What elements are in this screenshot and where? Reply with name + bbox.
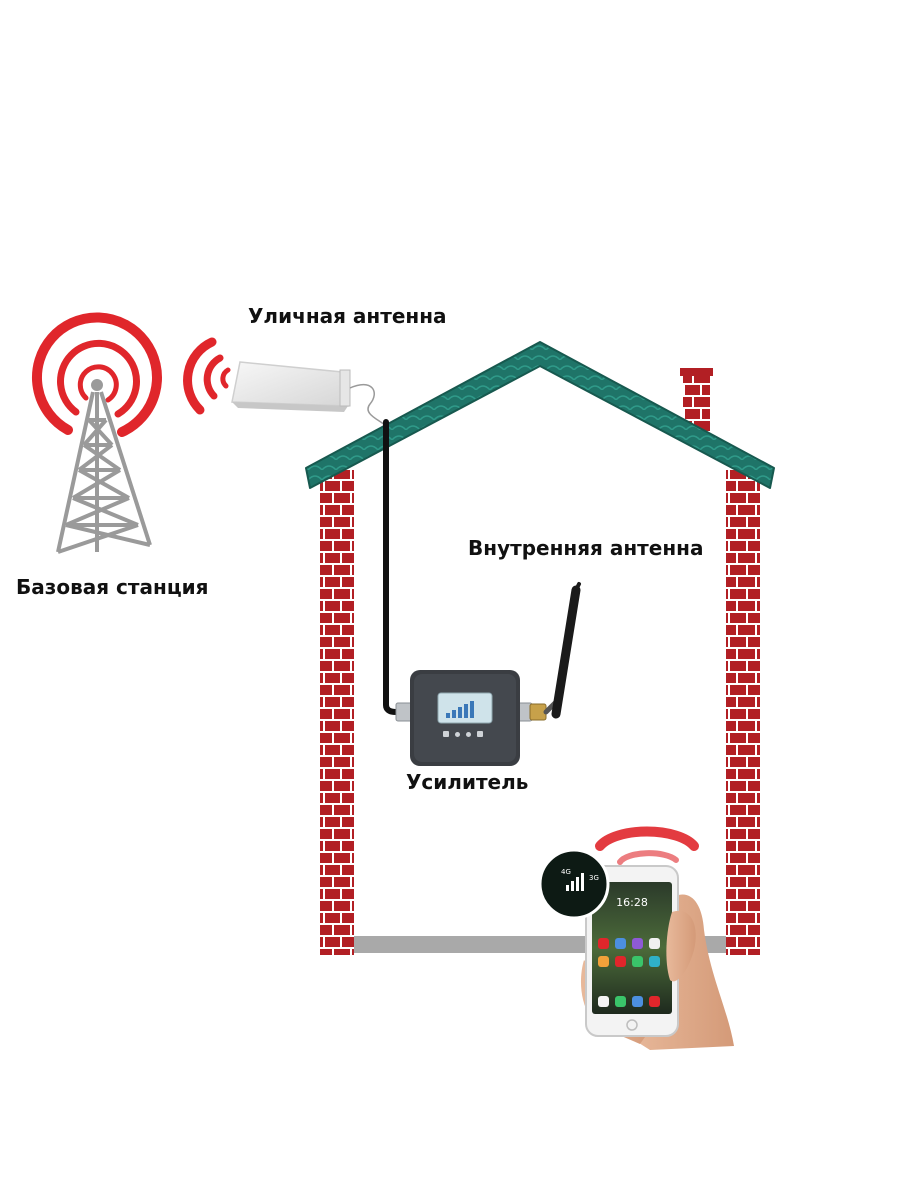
coax-cable — [383, 419, 411, 715]
phone-clock: 16:28 — [616, 896, 648, 909]
phone-home-button — [626, 1019, 638, 1031]
badge-4g-label: 4G — [561, 868, 571, 876]
outdoor-signal-waves — [183, 337, 231, 415]
phone-app-icons — [598, 938, 660, 1007]
base-station-label: Базовая станция — [16, 575, 209, 599]
amplifier-indicators — [443, 731, 483, 737]
phone-signal-badge: 4G 3G — [538, 848, 610, 920]
left-brick-wall — [320, 470, 354, 955]
phone-screen — [592, 882, 672, 1014]
amplifier-signal-bars — [446, 701, 474, 718]
hand-with-phone: 16:28 — [580, 865, 734, 1050]
indoor-antenna-label: Внутренняя антенна — [468, 536, 704, 560]
amplifier-unit — [395, 670, 533, 766]
outdoor-antenna-label: Уличная антенна — [248, 304, 447, 328]
house — [305, 341, 775, 955]
base-station-tower — [31, 312, 162, 554]
amplifier-label: Усилитель — [406, 770, 529, 794]
roof — [305, 341, 775, 489]
badge-signal-bars — [566, 873, 584, 891]
tower-signal-waves — [31, 312, 162, 437]
outdoor-antenna-jumper — [349, 383, 387, 427]
badge-3g-label: 3G — [589, 874, 599, 882]
phone-signal-waves — [595, 826, 699, 865]
tower-lattice — [56, 379, 152, 554]
outdoor-antenna — [231, 361, 351, 412]
indoor-antenna — [529, 582, 581, 721]
right-brick-wall — [726, 470, 760, 955]
